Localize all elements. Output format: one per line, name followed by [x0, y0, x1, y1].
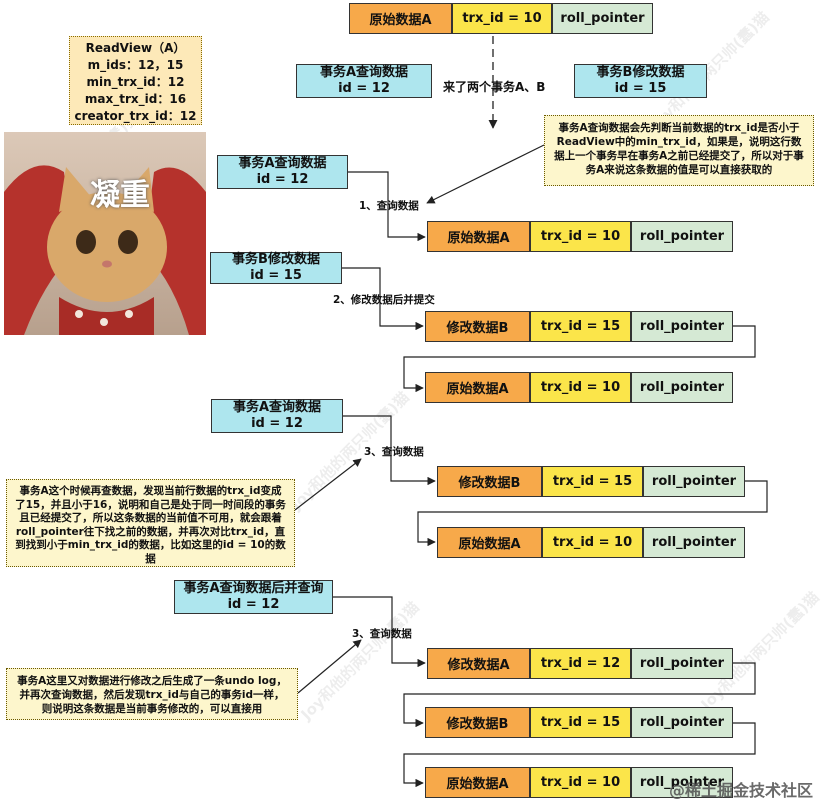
record-trx-id: trx_id = 15: [530, 311, 631, 342]
query-line: 事务A查询数据: [238, 156, 327, 171]
record-roll-pointer: roll_pointer: [631, 372, 733, 403]
record-roll-pointer: roll_pointer: [631, 648, 733, 679]
record-modified-b: 修改数据B: [425, 311, 530, 342]
step2-label: 2、修改数据后并提交: [333, 294, 435, 306]
record-modified-b: 修改数据B: [437, 466, 542, 497]
step3-label: 3、查询数据: [364, 446, 424, 458]
note3-arrow: [297, 639, 362, 694]
record-original-a: 原始数据A: [427, 221, 530, 252]
note-version-chain: 事务A这个时候再查数据，发现当前行数据的trx_id变成了15，并且小于16，说…: [6, 479, 295, 567]
two-transactions-label: 来了两个事务A、B: [443, 80, 546, 94]
query-line: id = 12: [338, 81, 390, 96]
query-box-transaction-b: 事务B修改数据 id = 15: [574, 64, 707, 98]
query-line: id = 12: [251, 416, 303, 431]
query-line: 事务A查询数据: [232, 400, 322, 415]
query-line: 事务B修改数据: [596, 65, 685, 80]
record-original-a: 原始数据A: [425, 767, 530, 798]
record-roll-pointer: roll_pointer: [552, 3, 653, 34]
step4-query-box: 事务A查询数据后并查询 id = 12: [174, 580, 333, 614]
note2-arrow: [294, 458, 362, 511]
cat-icon: [4, 165, 206, 335]
record-roll-pointer: roll_pointer: [631, 767, 733, 798]
step2-connector: [342, 267, 424, 331]
record-trx-id: trx_id = 10: [530, 221, 631, 252]
cat-meme-image: 凝重: [4, 132, 206, 335]
record-trx-id: trx_id = 10: [530, 372, 631, 403]
step1-label: 1、查询数据: [359, 200, 419, 212]
image-caption: 凝重: [90, 178, 150, 213]
step2-query-box: 事务B修改数据 id = 15: [210, 252, 342, 284]
record-roll-pointer: roll_pointer: [643, 466, 745, 497]
record-trx-id: trx_id = 15: [530, 707, 631, 738]
query-line: 事务B修改数据: [232, 252, 320, 267]
step3-query-box: 事务A查询数据 id = 12: [211, 399, 343, 433]
query-line: id = 12: [256, 172, 309, 187]
record-original-a: 原始数据A: [437, 527, 542, 558]
record-trx-id: trx_id = 10: [530, 767, 631, 798]
chain-connector: [417, 480, 768, 547]
record-trx-id: trx_id = 15: [542, 466, 643, 497]
record-trx-id: trx_id = 10: [542, 527, 643, 558]
query-box-transaction-a: 事务A查询数据 id = 12: [296, 64, 432, 98]
query-line: id = 12: [227, 597, 280, 612]
readview-m-ids: m_ids：12，15: [87, 58, 184, 72]
readview-creator-trx-id: creator_trx_id：12: [74, 109, 197, 123]
query-line: id = 15: [250, 268, 302, 283]
chain-connector: [403, 662, 756, 728]
record-roll-pointer: roll_pointer: [631, 311, 733, 342]
query-line: 事务A查询数据: [319, 65, 409, 80]
step1-query-box: 事务A查询数据 id = 12: [217, 155, 348, 189]
record-roll-pointer: roll_pointer: [643, 527, 745, 558]
record-original-a: 原始数据A: [349, 3, 452, 34]
readview-min-trx-id: min_trx_id：12: [86, 75, 185, 89]
readview-max-trx-id: max_trx_id：16: [84, 92, 187, 106]
footer-watermark: @稀土掘金技术社区: [668, 781, 813, 800]
chain-connector: [403, 325, 756, 393]
readview-box: ReadView（A） m_ids：12，15 min_trx_id：12 ma…: [69, 36, 202, 125]
note-undo-log: 事务A这里又对数据进行修改之后生成了一条undo log，并再次查询数据，然后发…: [6, 668, 298, 720]
step4-label: 3、查询数据: [352, 628, 412, 640]
query-line: id = 15: [614, 81, 667, 96]
query-line: 事务A查询数据后并查询: [183, 581, 324, 596]
chain-connector: [403, 722, 756, 788]
note1-arrow: [426, 144, 545, 204]
step3-connector: [343, 415, 436, 486]
record-modified-a: 修改数据A: [427, 648, 530, 679]
record-modified-b: 修改数据B: [425, 707, 530, 738]
record-trx-id: trx_id = 12: [530, 648, 631, 679]
step4-connector: [333, 596, 426, 668]
step1-connector: [348, 171, 426, 242]
record-original-a: 原始数据A: [425, 372, 530, 403]
record-roll-pointer: roll_pointer: [631, 707, 733, 738]
record-trx-id: trx_id = 10: [452, 3, 552, 34]
readview-title: ReadView（A）: [85, 41, 186, 55]
record-roll-pointer: roll_pointer: [631, 221, 733, 252]
note-readview-check: 事务A查询数据会先判断当前数据的trx_id是否小于ReadView中的min_…: [544, 115, 814, 186]
